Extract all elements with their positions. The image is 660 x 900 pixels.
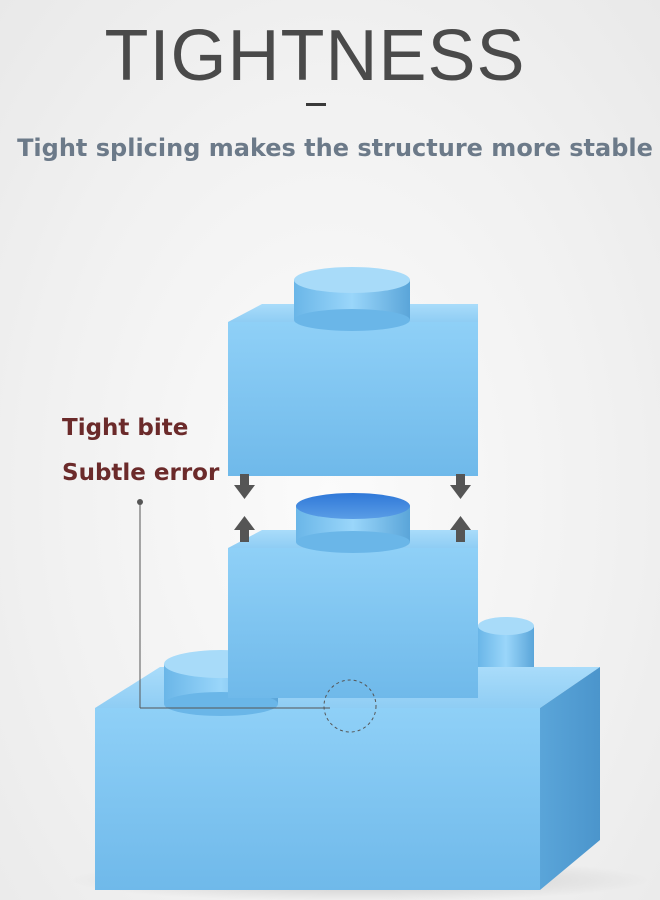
top-brick-stud — [294, 267, 410, 331]
callout-label-tight-bite: Tight bite — [62, 415, 189, 441]
top-brick — [228, 267, 478, 476]
arrow-down-left-icon — [234, 474, 255, 499]
bottom-brick — [95, 617, 600, 890]
callout-dot — [137, 499, 143, 505]
callout-label-subtle-error: Subtle error — [62, 460, 220, 486]
page-title: TIGHTNESS — [104, 16, 526, 96]
arrow-up-left-icon — [234, 516, 255, 542]
middle-brick — [228, 493, 478, 698]
page-subtitle: Tight splicing makes the structure more … — [17, 134, 653, 162]
callout-lines — [139, 502, 377, 733]
arrow-down-right-icon — [450, 474, 471, 499]
arrow-up-right-icon — [450, 516, 471, 542]
arrows — [234, 474, 471, 542]
middle-brick-stud — [296, 493, 410, 553]
title-divider — [306, 103, 326, 106]
